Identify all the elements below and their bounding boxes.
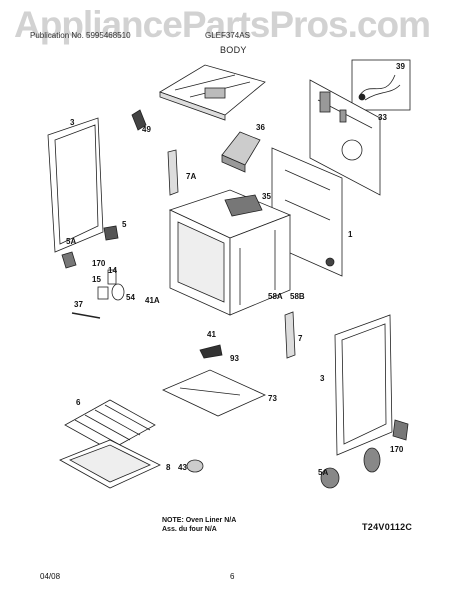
callout-58b: 58B [290,292,305,301]
callout-41: 41 [207,330,216,339]
clip-part-49 [131,109,147,131]
leveler-part-170-right [363,447,381,473]
part-93 [199,344,223,359]
publication-number: Publication No. 5995468510 [30,31,131,40]
callout-5: 5 [122,220,127,229]
callout-33: 33 [378,113,387,122]
callout-54: 54 [126,293,135,302]
knob-part-54 [111,283,125,301]
callout-1: 1 [348,230,353,239]
callout-36: 36 [256,123,265,132]
callout-58a: 58A [268,292,283,301]
knob-part-15 [97,286,109,300]
section-title: BODY [220,45,247,55]
top-panel-part [159,64,266,121]
wire-harness-part [351,59,411,111]
callout-7: 7 [298,334,303,343]
callout-170: 170 [92,259,106,268]
callout-3-right: 3 [320,374,325,383]
page-number: 6 [230,572,235,581]
callout-5a: 5A [66,237,77,246]
side-panel-lower-right-part [334,314,393,456]
callout-14: 14 [108,266,117,275]
callout-15: 15 [92,275,101,284]
screw-part-37 [71,312,101,319]
note-english: NOTE: Oven Liner N/A [162,517,237,524]
leveler-part-5a-right [320,467,340,489]
bracket-part-36 [221,131,261,173]
diagram-code: T24V0112C [362,522,413,532]
screw-part-43 [186,459,204,473]
leveler-part-5 [103,225,119,241]
bottom-panel-part [162,369,266,417]
callout-49: 49 [142,125,151,134]
callout-39: 39 [396,62,405,71]
side-panel-left-part [47,117,104,253]
callout-37: 37 [74,300,83,309]
drawer-part [59,439,161,489]
note-french: Ass. du four N/A [162,526,217,533]
bracket-part-7a [167,149,179,196]
callout-170-right: 170 [390,445,404,454]
callout-43: 43 [178,463,187,472]
callout-35: 35 [262,192,271,201]
footer-date: 04/08 [40,572,61,581]
oven-body-part [168,189,292,316]
callout-8: 8 [166,463,171,472]
glide-part-5a-left [61,251,77,269]
bracket-part-7 [284,311,296,359]
oven-rack-part [64,399,156,451]
callout-93: 93 [230,354,239,363]
knob-part-14 [107,269,117,285]
callout-41a: 41A [145,296,160,305]
callout-6: 6 [76,398,81,407]
watermark-logo: AppliancePartsPros.com [14,4,431,45]
glide-part-right [392,419,409,441]
callout-7a: 7A [186,172,197,181]
callout-73: 73 [268,394,277,403]
callout-3: 3 [70,118,75,127]
back-panel-part [309,79,381,196]
model-number: GLEF374AS [205,31,250,40]
callout-5a-right: 5A [318,468,329,477]
